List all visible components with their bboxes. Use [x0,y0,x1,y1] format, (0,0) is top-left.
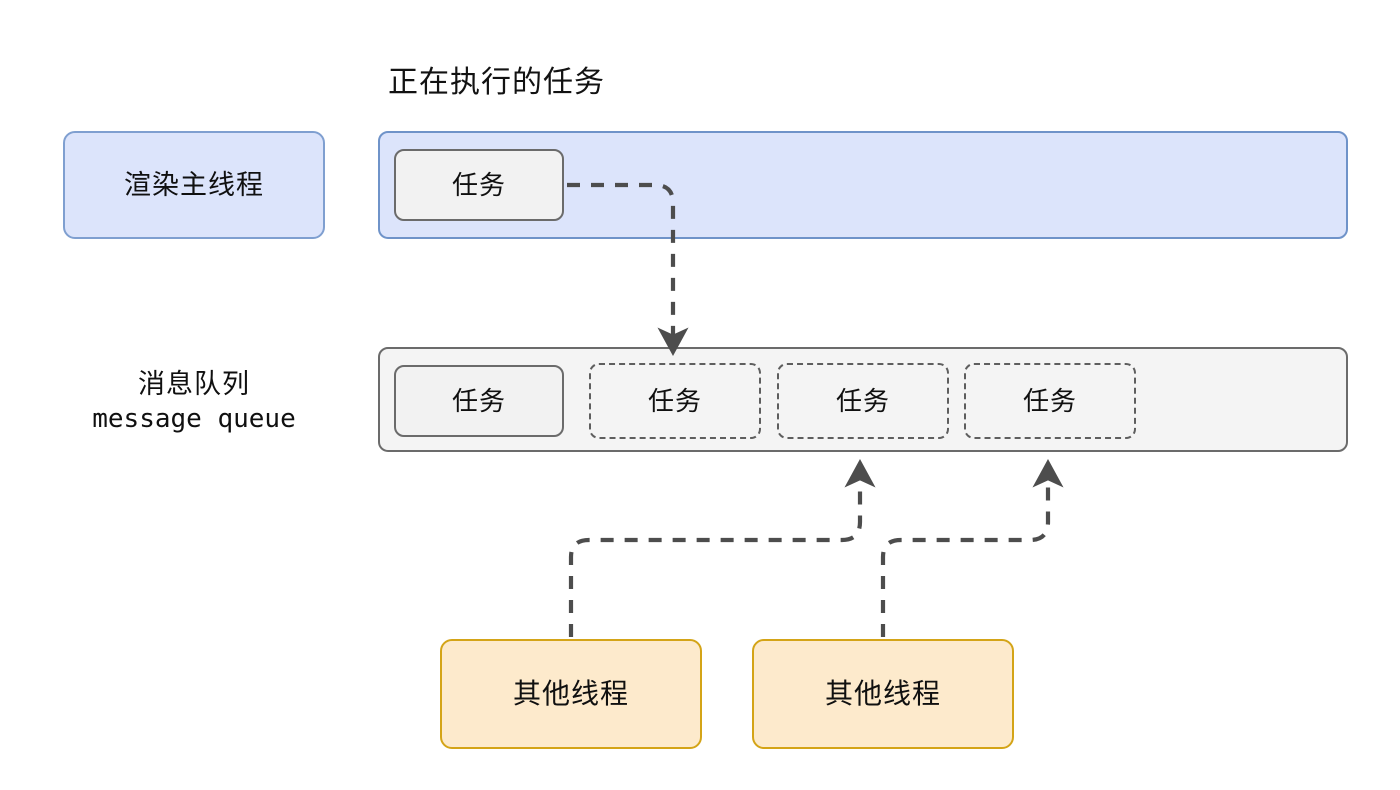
legend-main-thread: 渲染主线程 [63,131,325,239]
running-task-title: 正在执行的任务 [388,66,605,99]
worker-thread-1[interactable]: 其他线程 [440,639,702,749]
legend-message-queue-cn: 消息队列 [138,369,250,399]
arrow-worker-2-to-queue [880,458,1064,637]
main-thread-running-task[interactable]: 任务 [394,149,564,221]
queue-slot-1[interactable]: 任务 [394,365,564,437]
queue-slot-4[interactable]: 任务 [964,363,1136,439]
queue-slot-3[interactable]: 任务 [777,363,949,439]
arrow-worker-1-to-queue [568,458,876,637]
queue-slot-2[interactable]: 任务 [589,363,761,439]
worker-thread-2[interactable]: 其他线程 [752,639,1014,749]
legend-message-queue: 消息队列 message queue [40,366,348,438]
legend-message-queue-en: message queue [92,404,296,435]
